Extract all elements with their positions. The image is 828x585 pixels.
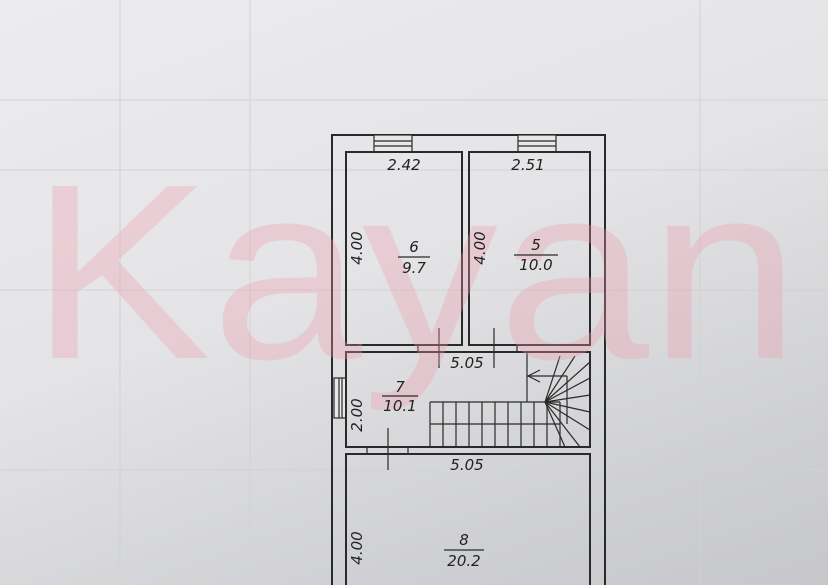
room-5-depth: 4.00 xyxy=(471,231,489,264)
stair-winder xyxy=(544,401,566,448)
stair-winder xyxy=(544,401,591,413)
room-7-area: 10.1 xyxy=(383,397,416,415)
room-7-width: 5.05 xyxy=(450,354,483,372)
staircase xyxy=(429,352,591,448)
room-6-depth: 4.00 xyxy=(348,231,366,264)
stair-arrow xyxy=(527,369,541,377)
stair-winder xyxy=(544,361,591,403)
room-6-area: 9.7 xyxy=(402,259,426,277)
window-top-left xyxy=(373,134,413,153)
room-6-number: 6 xyxy=(409,238,419,256)
room-6-width: 2.42 xyxy=(387,156,420,174)
room-7-depth: 2.00 xyxy=(348,398,366,431)
outer-wall xyxy=(331,134,606,585)
room-8-width: 5.05 xyxy=(450,456,483,474)
stair-arrow xyxy=(527,375,541,383)
stair-winder xyxy=(544,377,591,403)
room-5 xyxy=(468,151,591,346)
stair-winder xyxy=(544,401,591,431)
room-6 xyxy=(345,151,463,346)
door-marks xyxy=(366,328,518,470)
stair-winder xyxy=(544,401,581,448)
room-5-area: 10.0 xyxy=(519,256,552,274)
room-8-area: 20.2 xyxy=(447,552,480,570)
room-7 xyxy=(345,351,591,448)
room-5-number: 5 xyxy=(531,236,541,254)
watermark: Kayan xyxy=(30,132,800,411)
room-7-number: 7 xyxy=(395,378,405,396)
stair-winder xyxy=(544,394,591,403)
room-8 xyxy=(345,453,591,585)
stair-winder xyxy=(544,355,561,403)
room-8-number: 8 xyxy=(459,531,469,549)
stair-winder xyxy=(544,355,576,403)
room-5-width: 2.51 xyxy=(511,156,544,174)
window-top-right xyxy=(517,134,557,153)
room-8-depth: 4.00 xyxy=(348,531,366,564)
